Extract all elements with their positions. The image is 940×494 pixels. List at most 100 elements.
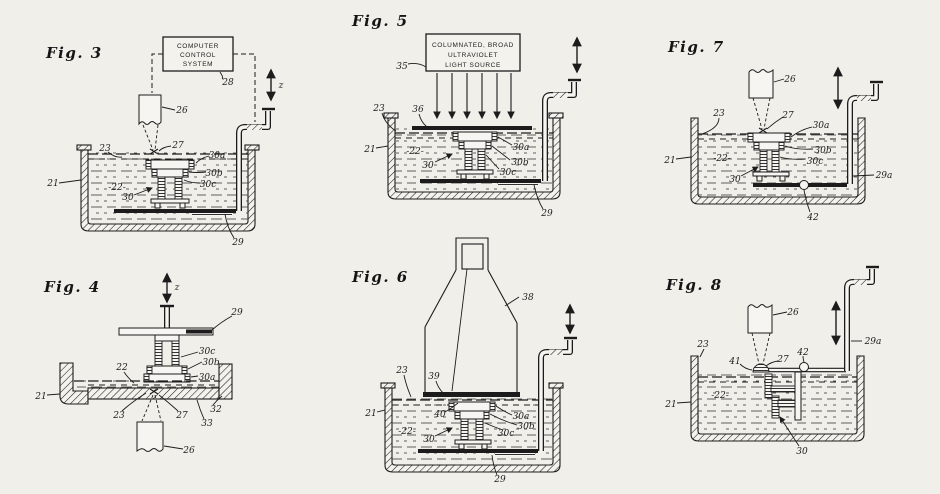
leader-36 bbox=[418, 113, 428, 128]
ref-40: 40 bbox=[433, 410, 446, 420]
vat-wall-right bbox=[218, 363, 233, 400]
vat-flange-right bbox=[548, 112, 564, 119]
part-30 bbox=[452, 131, 498, 180]
crt-tube-38 bbox=[424, 237, 518, 392]
part-30 bbox=[448, 401, 496, 450]
beam-cone bbox=[141, 394, 162, 422]
ref-29: 29 bbox=[231, 238, 244, 248]
light-source-26 bbox=[748, 68, 774, 99]
ref-z: z bbox=[174, 283, 180, 293]
figure-6: Fig. 6 38 bbox=[351, 237, 577, 485]
part-30 bbox=[747, 132, 791, 182]
uv-box-line2: ULTRAVIOLET bbox=[448, 52, 498, 59]
control-wire-right bbox=[233, 53, 256, 122]
vat-flange-right bbox=[548, 382, 564, 389]
liquid-22 bbox=[88, 379, 219, 388]
leader-23 bbox=[403, 374, 412, 398]
ref-30a: 30a bbox=[199, 373, 216, 383]
elevator-platform-29 bbox=[114, 209, 236, 213]
ref-30a: 30a bbox=[813, 121, 830, 131]
ref-27: 27 bbox=[175, 411, 188, 421]
light-source-26 bbox=[136, 421, 164, 453]
ref-30b: 30b bbox=[511, 158, 528, 168]
ref-22: -22- bbox=[398, 427, 416, 437]
ref-30a: 30a bbox=[513, 412, 530, 422]
leader-27 bbox=[766, 116, 784, 130]
ref-30: 30 bbox=[729, 175, 741, 185]
leader-29 bbox=[533, 184, 544, 210]
ref-26: 26 bbox=[786, 308, 799, 318]
beam-cone bbox=[142, 124, 159, 151]
vat-flange-left bbox=[383, 112, 399, 119]
pipe-grip bbox=[247, 124, 262, 130]
ref-33: 33 bbox=[201, 419, 213, 429]
leader-30b bbox=[188, 171, 207, 173]
leader-30c bbox=[484, 422, 504, 431]
light-source-26 bbox=[747, 303, 773, 334]
ref-30: 30 bbox=[122, 193, 134, 203]
uv-box-line1: COLUMNATED, BROAD bbox=[432, 42, 514, 49]
ref-22: -22- bbox=[711, 391, 729, 401]
figure-5-title: Fig. 5 bbox=[351, 12, 409, 30]
leader-42 bbox=[803, 189, 811, 213]
beam-spot bbox=[149, 388, 159, 395]
elevator-platform-29 bbox=[418, 449, 538, 453]
uv-rays bbox=[433, 73, 515, 120]
ref-21: 21 bbox=[363, 145, 375, 155]
platform-underside bbox=[495, 453, 535, 456]
ref-30b: 30b bbox=[202, 358, 219, 368]
ref-32: 32 bbox=[210, 405, 222, 415]
leader-21 bbox=[675, 156, 692, 160]
vat-flange-left bbox=[76, 144, 92, 151]
ref-30a: 30a bbox=[209, 151, 226, 161]
ref-26: 26 bbox=[182, 446, 195, 456]
leader-30a bbox=[195, 155, 210, 164]
leader-33 bbox=[196, 399, 205, 420]
ref-21: 21 bbox=[664, 400, 676, 410]
leader-29a bbox=[852, 174, 875, 177]
computer-box-line3: SYSTEM bbox=[183, 61, 213, 68]
figure-7: Fig. 7 26 27 bbox=[663, 38, 892, 223]
leader-21 bbox=[375, 145, 389, 149]
ref-22: -22- bbox=[713, 154, 731, 164]
leader-29 bbox=[491, 454, 498, 476]
leader-42 bbox=[802, 355, 805, 363]
figure-8: Fig. 8 26 27 41 42 29a bbox=[664, 265, 881, 457]
leader-30 bbox=[434, 153, 453, 163]
part-30 bbox=[143, 340, 191, 383]
leader-26 bbox=[772, 311, 788, 316]
leader-35 bbox=[407, 62, 427, 68]
part-30 bbox=[764, 371, 802, 421]
control-wire-left bbox=[151, 53, 163, 93]
ref-30b: 30b bbox=[814, 146, 831, 156]
ref-30c: 30c bbox=[500, 168, 517, 178]
pipe-grip bbox=[549, 349, 563, 355]
platform-underside bbox=[498, 183, 538, 186]
leader-23 bbox=[701, 117, 720, 135]
leader-22 bbox=[123, 371, 135, 384]
leader-30c bbox=[183, 179, 201, 184]
elevator-platform-29 bbox=[420, 179, 541, 183]
ref-30: 30 bbox=[796, 447, 808, 457]
figure-8-title: Fig. 8 bbox=[665, 276, 723, 294]
leader-29 bbox=[224, 213, 235, 239]
ref-30c: 30c bbox=[200, 180, 217, 190]
platform-underside bbox=[192, 213, 232, 216]
leader-30b bbox=[489, 413, 518, 426]
ref-28: 28 bbox=[221, 78, 234, 88]
pipe-grip bbox=[857, 95, 871, 101]
platform-boss bbox=[154, 334, 180, 342]
ref-21: 21 bbox=[663, 156, 675, 166]
ref-30: 30 bbox=[422, 161, 434, 171]
light-source-26 bbox=[138, 94, 162, 126]
leader-26 bbox=[773, 78, 785, 83]
pipe-grip bbox=[854, 279, 867, 285]
uv-box-line3: LIGHT SOURCE bbox=[445, 62, 501, 69]
part-30 bbox=[145, 159, 195, 209]
uv-source-box-35 bbox=[425, 33, 521, 72]
ref-29a: 29a bbox=[875, 171, 893, 181]
roller-42 bbox=[799, 362, 809, 372]
leader-21 bbox=[58, 179, 82, 184]
ref-23: 23 bbox=[98, 144, 111, 154]
